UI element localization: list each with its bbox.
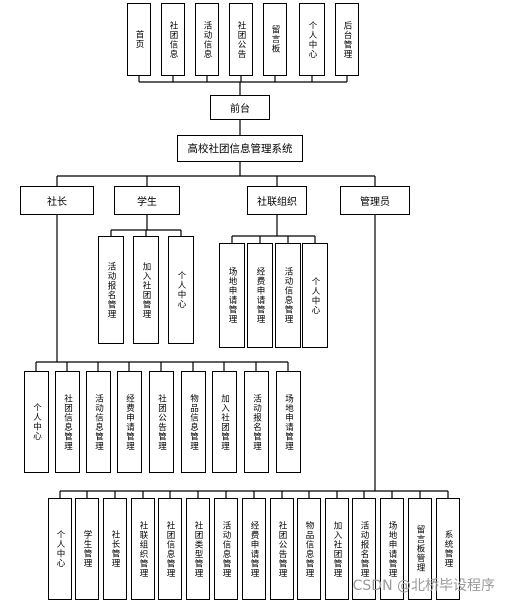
federation-module-activity: 活动信息管理 — [275, 243, 301, 348]
admin-module-students: 学生管理 — [75, 498, 99, 600]
role-admin: 管理员 — [340, 186, 410, 215]
student-module-join-club: 加入社团管理 — [133, 236, 159, 344]
role-student: 学生 — [114, 186, 180, 215]
admin-module-club-info: 社团信息管理 — [158, 498, 182, 600]
admin-module-funding: 经费申请管理 — [242, 498, 266, 600]
president-module-funding: 经费申请管理 — [117, 371, 142, 473]
student-module-activity-signup: 活动报名管理 — [98, 236, 124, 344]
student-module-personal-center: 个人中心 — [168, 236, 194, 344]
president-module-join-club: 加入社团管理 — [212, 371, 237, 473]
president-module-club-notice: 社团公告管理 — [149, 371, 174, 473]
top-module-club-info: 社团信息 — [161, 3, 185, 76]
admin-module-club-notice: 社团公告管理 — [270, 498, 294, 600]
frontend-node: 前台 — [210, 95, 270, 120]
top-module-activity-info: 活动信息 — [195, 3, 219, 76]
admin-module-venue: 场地申请管理 — [380, 498, 404, 600]
president-module-club-info: 社团信息管理 — [55, 371, 80, 473]
top-module-club-notice: 社团公告 — [229, 3, 253, 76]
csdn-watermark: CSDN @北桥毕设程序 — [352, 578, 495, 594]
top-module-admin-backend: 后台管理 — [335, 3, 359, 76]
federation-module-funding: 经费申请管理 — [247, 243, 273, 348]
admin-module-federations: 社联组织管理 — [131, 498, 155, 600]
admin-module-message-board: 留言板管理 — [408, 498, 432, 600]
admin-module-presidents: 社长管理 — [103, 498, 127, 600]
federation-module-personal-center: 个人中心 — [302, 243, 328, 348]
admin-module-system: 系统管理 — [436, 498, 460, 600]
top-module-message-board: 留言板 — [263, 3, 287, 76]
admin-module-items: 物品信息管理 — [297, 498, 321, 600]
admin-module-join-club: 加入社团管理 — [325, 498, 349, 600]
president-module-activity-signup: 活动报名管理 — [244, 371, 269, 473]
federation-module-venue: 场地申请管理 — [219, 243, 245, 348]
top-module-personal-center: 个人中心 — [299, 3, 325, 76]
admin-module-personal-center: 个人中心 — [48, 498, 72, 600]
admin-module-activity-info: 活动信息管理 — [214, 498, 238, 600]
president-module-personal-center: 个人中心 — [24, 371, 49, 473]
role-president: 社长 — [20, 186, 94, 215]
system-node: 高校社团信息管理系统 — [177, 135, 303, 162]
president-module-activity-info: 活动信息管理 — [86, 371, 111, 473]
admin-module-activity-signup: 活动报名管理 — [352, 498, 376, 600]
president-module-items: 物品信息管理 — [181, 371, 206, 473]
admin-module-club-types: 社团类型管理 — [186, 498, 210, 600]
role-federation: 社联组织 — [247, 186, 307, 215]
president-module-venue: 场地申请管理 — [276, 371, 301, 473]
top-module-home: 首页 — [127, 3, 151, 76]
